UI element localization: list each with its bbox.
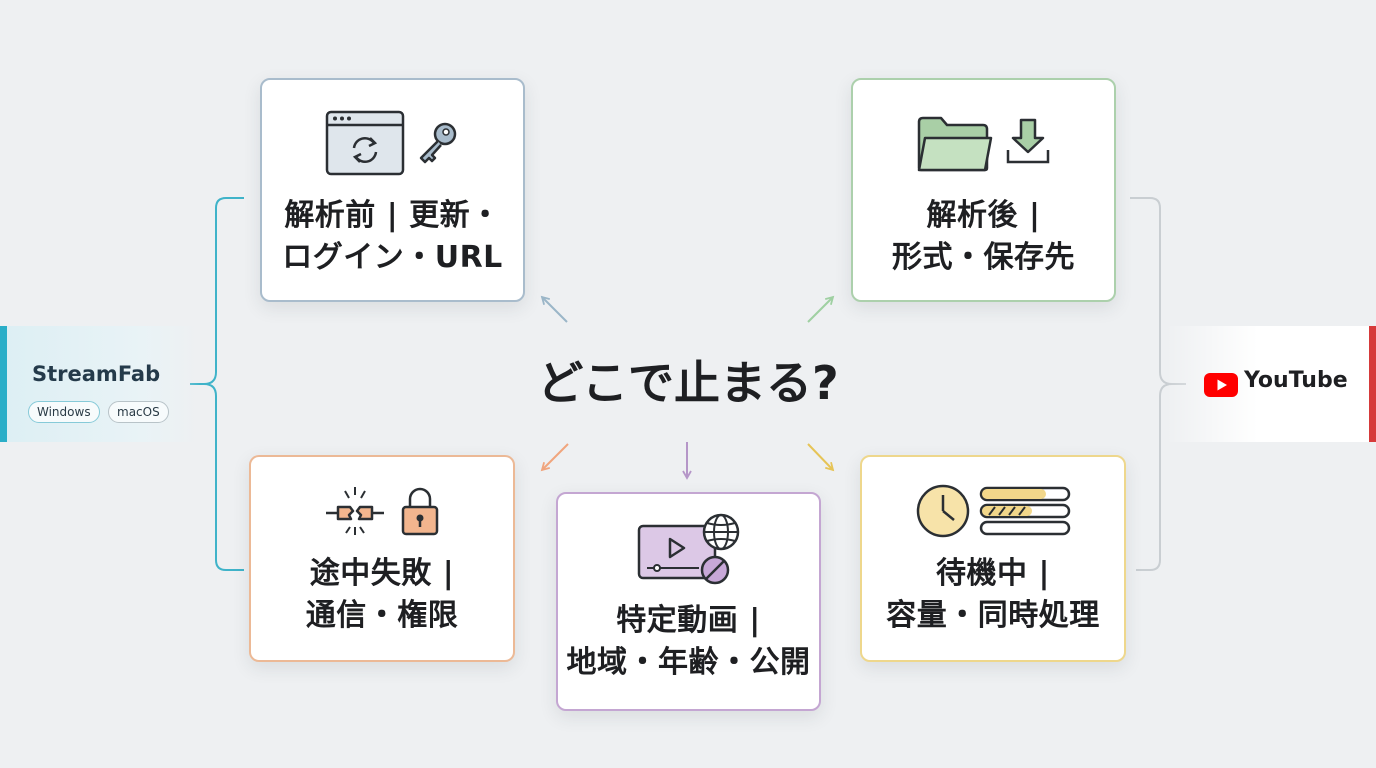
stage-label-waiting: 待機中 | 容量・同時処理: [886, 556, 1100, 633]
arrow-to-before: [540, 295, 568, 323]
youtube-name: YouTube: [1244, 368, 1348, 393]
stage-icons: [558, 512, 819, 586]
arrow-to-midway: [540, 443, 569, 472]
stage-card-after-analysis: 解析後 | 形式・保存先: [851, 78, 1116, 302]
broken-link-icon: [326, 487, 384, 535]
stage-label-before-analysis: 解析前 | 更新・ ログイン・URL: [282, 198, 503, 275]
key-icon: [419, 122, 456, 164]
arrow-to-waiting: [807, 443, 835, 472]
platform-badge-macos: macOS: [108, 401, 169, 423]
progress-bars-icon: [979, 486, 1071, 536]
browser-refresh-icon: [325, 110, 404, 176]
youtube-target: YouTube: [1166, 326, 1376, 442]
clock-icon: [916, 484, 970, 538]
video-player-icon: [637, 513, 739, 585]
stage-card-specific-video: 特定動画 | 地域・年齢・公開: [556, 492, 821, 711]
download-icon: [1006, 118, 1049, 164]
stage-card-before-analysis: 解析前 | 更新・ ログイン・URL: [260, 78, 525, 302]
stage-label-midway-failure: 途中失敗 | 通信・権限: [305, 556, 459, 633]
stage-label-after-analysis: 解析後 | 形式・保存先: [892, 198, 1075, 275]
stage-label-specific-video: 特定動画 | 地域・年齢・公開: [566, 603, 811, 680]
stage-card-midway-failure: 途中失敗 | 通信・権限: [249, 455, 515, 662]
youtube-logo-icon: [1204, 373, 1238, 397]
folder-icon: [917, 116, 992, 172]
left-bracket: [190, 197, 244, 571]
blocked-icon: [700, 555, 729, 585]
stage-icons: [251, 485, 513, 537]
streamfab-name: StreamFab: [32, 362, 161, 386]
stage-icons: [262, 110, 523, 176]
platform-badge-windows: Windows: [28, 401, 100, 423]
stage-icons: [862, 483, 1124, 539]
stage-icons: [853, 116, 1114, 172]
stage-card-waiting: 待機中 | 容量・同時処理: [860, 455, 1126, 662]
arrow-to-after: [807, 295, 835, 323]
globe-icon: [702, 513, 739, 551]
lock-icon: [401, 487, 439, 536]
center-question: どこで止まる?: [537, 356, 839, 410]
streamfab-source: StreamFab Windows macOS: [0, 326, 200, 442]
